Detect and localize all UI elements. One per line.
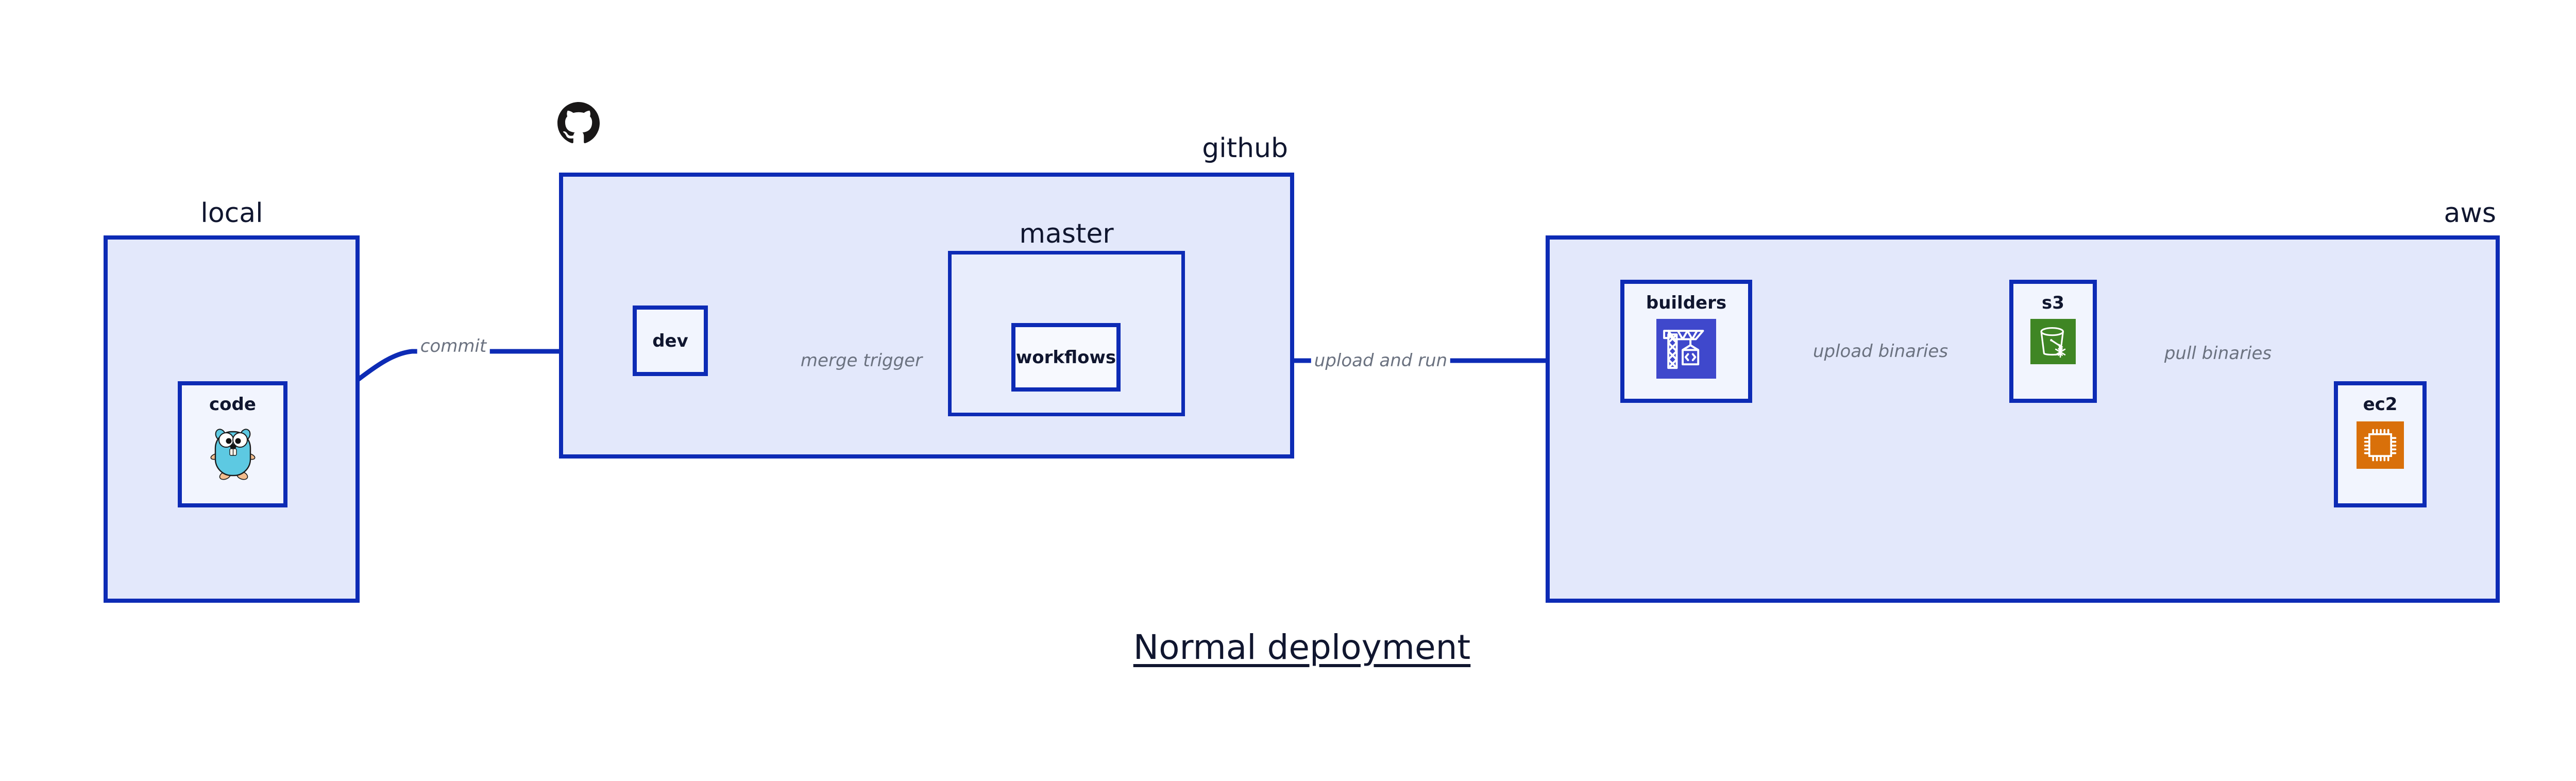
node-ec2[interactable]: ec2 bbox=[2334, 381, 2427, 507]
node-label-dev: dev bbox=[652, 330, 688, 351]
node-workflows[interactable]: workflows bbox=[1011, 323, 1121, 392]
aws-s3-bucket-icon bbox=[2030, 319, 2076, 366]
node-label-workflows: workflows bbox=[1015, 347, 1116, 368]
node-label-builders: builders bbox=[1646, 293, 1727, 313]
node-builders[interactable]: builders bbox=[1620, 280, 1752, 403]
node-s3[interactable]: s3 bbox=[2009, 280, 2097, 403]
group-label-local: local bbox=[200, 198, 263, 229]
group-label-master: master bbox=[1019, 218, 1114, 249]
edge-label-pull-binaries: pull binaries bbox=[2161, 343, 2275, 364]
edge-label-commit: commit bbox=[417, 336, 490, 356]
node-label-ec2: ec2 bbox=[2363, 394, 2398, 415]
aws-codebuild-crane-icon bbox=[1656, 319, 1716, 381]
node-label-code: code bbox=[209, 394, 256, 415]
edge-label-upload-and-run: upload and run bbox=[1311, 350, 1451, 371]
github-octocat-icon bbox=[557, 102, 600, 146]
edge-label-upload-binaries: upload binaries bbox=[1809, 341, 1952, 362]
node-dev[interactable]: dev bbox=[633, 305, 708, 376]
go-gopher-icon bbox=[209, 422, 257, 482]
group-label-aws: aws bbox=[2444, 198, 2497, 229]
aws-ec2-chip-icon bbox=[2357, 421, 2404, 471]
node-label-s3: s3 bbox=[2042, 293, 2064, 313]
edge-label-merge-trigger: merge trigger bbox=[797, 350, 926, 371]
group-label-github: github bbox=[1202, 133, 1288, 164]
node-code[interactable]: code bbox=[178, 381, 287, 507]
page-title: Normal deployment bbox=[1133, 627, 1471, 667]
